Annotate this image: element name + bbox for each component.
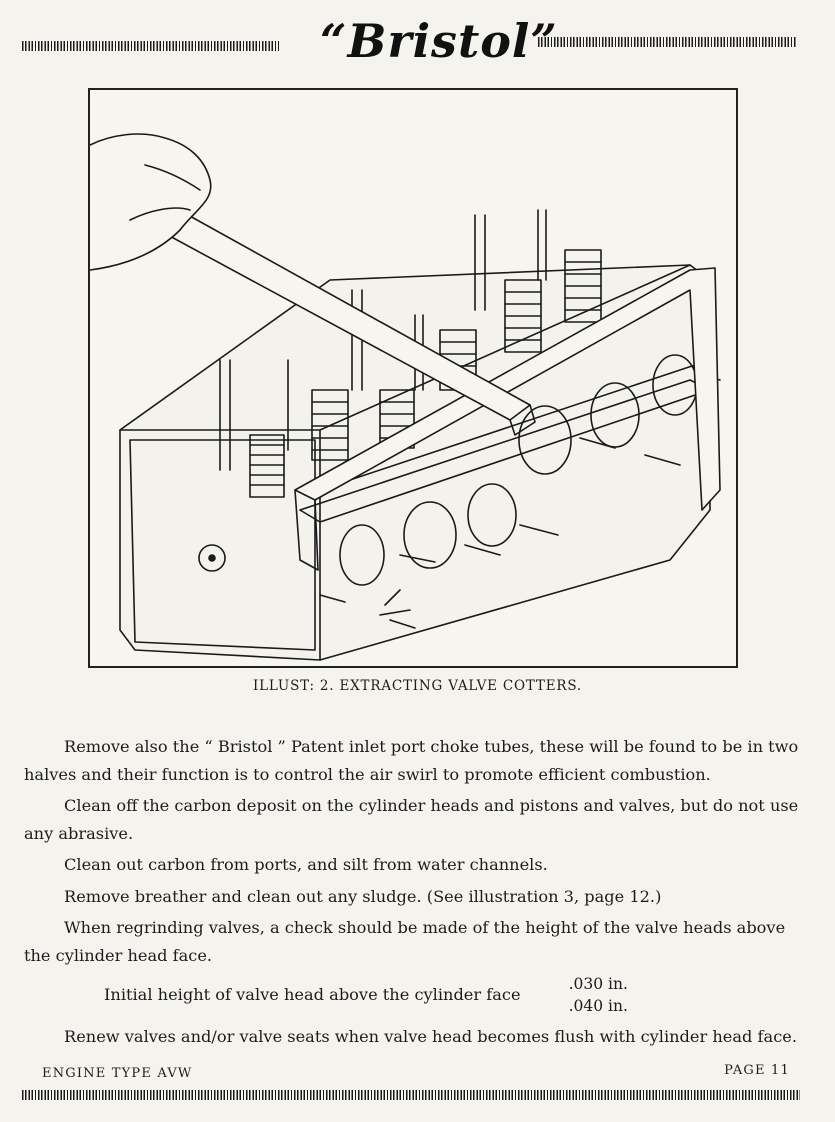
figure-caption: ILLUST: 2. EXTRACTING VALVE COTTERS. <box>253 678 582 694</box>
illustration-frame <box>88 88 738 668</box>
logo-text: “Bristol” <box>320 14 558 68</box>
paragraph-regrinding: When regrinding valves, a check should b… <box>24 918 786 965</box>
bristol-logo: “Bristol” <box>320 14 558 80</box>
cylinder-head-illustration <box>90 133 721 661</box>
engine-type-label: ENGINE TYPE AVW <box>42 1066 193 1081</box>
paragraph-renew-valves: Renew valves and/or valve seats when val… <box>64 1027 797 1046</box>
header-rule-left <box>22 41 279 51</box>
header-rule-right <box>538 37 796 47</box>
valve-height-min: .030 in. <box>568 975 628 993</box>
valve-height-label: Initial height of valve head above the c… <box>104 985 521 1005</box>
paragraph-choke-tubes: Remove also the “ Bristol ” Patent inlet… <box>24 737 799 784</box>
page-number: PAGE 11 <box>724 1063 790 1078</box>
valve-height-max: .040 in. <box>568 997 628 1015</box>
paragraph-ports: Clean out carbon from ports, and silt fr… <box>64 855 548 874</box>
valve-height-spec: Initial height of valve head above the c… <box>64 973 806 1017</box>
footer-rule <box>22 1090 800 1100</box>
paragraph-breather: Remove breather and clean out any sludge… <box>64 886 662 906</box>
body-text: Remove also the “ Bristol ” Patent inlet… <box>24 733 806 1055</box>
paragraph-carbon-deposit: Clean off the carbon deposit on the cyli… <box>24 796 799 843</box>
valve-height-values: .030 in. .040 in. <box>529 973 628 1017</box>
